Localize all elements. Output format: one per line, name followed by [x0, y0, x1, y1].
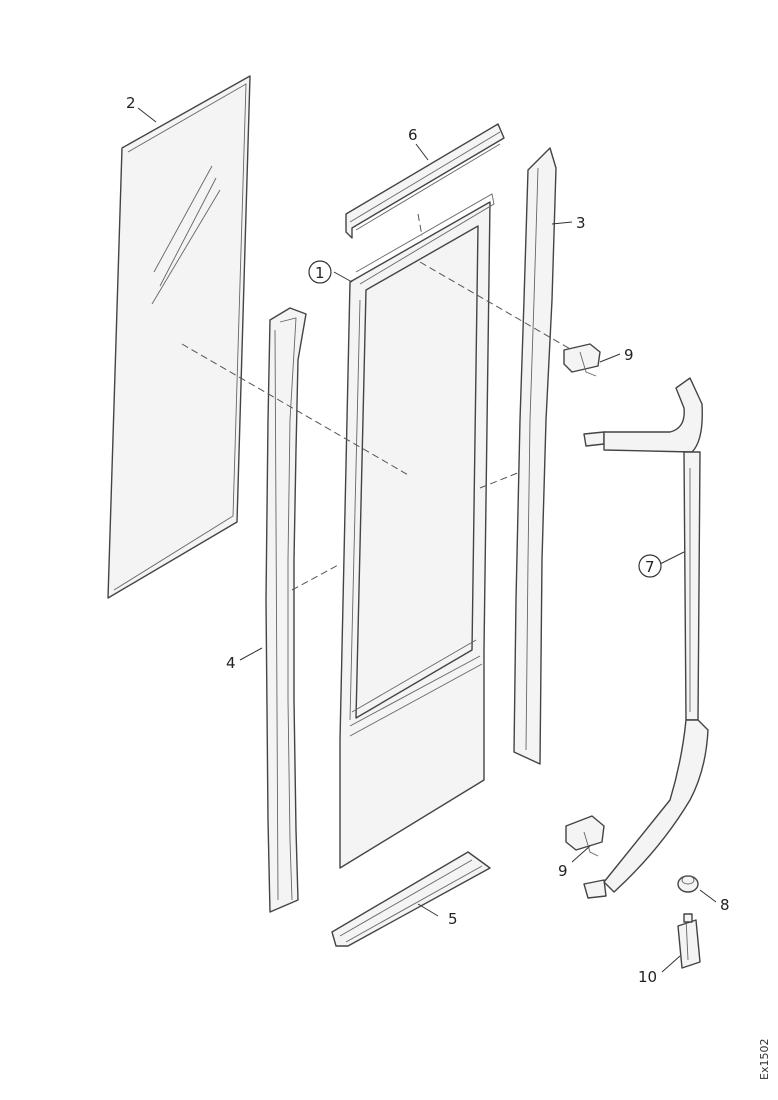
- callout-9-upper: 9: [624, 346, 634, 364]
- callout-3: 3: [576, 214, 586, 232]
- top-channel: [345, 123, 505, 239]
- hinge-pin-part: [677, 913, 701, 969]
- callout-1: 1: [315, 264, 325, 282]
- drawing-reference-code: Ex1502: [758, 1039, 771, 1080]
- callout-5: 5: [448, 910, 458, 928]
- door-frame: [339, 193, 495, 869]
- handle-bar: [583, 377, 709, 899]
- assembly-lines: [181, 213, 573, 591]
- callout-7: 7: [645, 558, 655, 576]
- glass-panel: [107, 75, 251, 599]
- clip-lower: [565, 815, 605, 857]
- callout-7-circle: [638, 554, 662, 578]
- left-side-strip: [265, 307, 307, 913]
- callout-2: 2: [126, 94, 136, 112]
- leader-lines: [137, 107, 717, 973]
- callout-1-circle: [308, 260, 332, 284]
- right-side-strip: [513, 147, 557, 765]
- callout-6: 6: [408, 126, 418, 144]
- callout-9-lower: 9: [558, 862, 568, 880]
- knob-part: [677, 875, 699, 893]
- bottom-channel: [331, 851, 491, 947]
- callout-10: 10: [638, 968, 657, 986]
- callout-4: 4: [226, 654, 236, 672]
- clip-upper: [563, 343, 601, 377]
- callout-8: 8: [720, 896, 730, 914]
